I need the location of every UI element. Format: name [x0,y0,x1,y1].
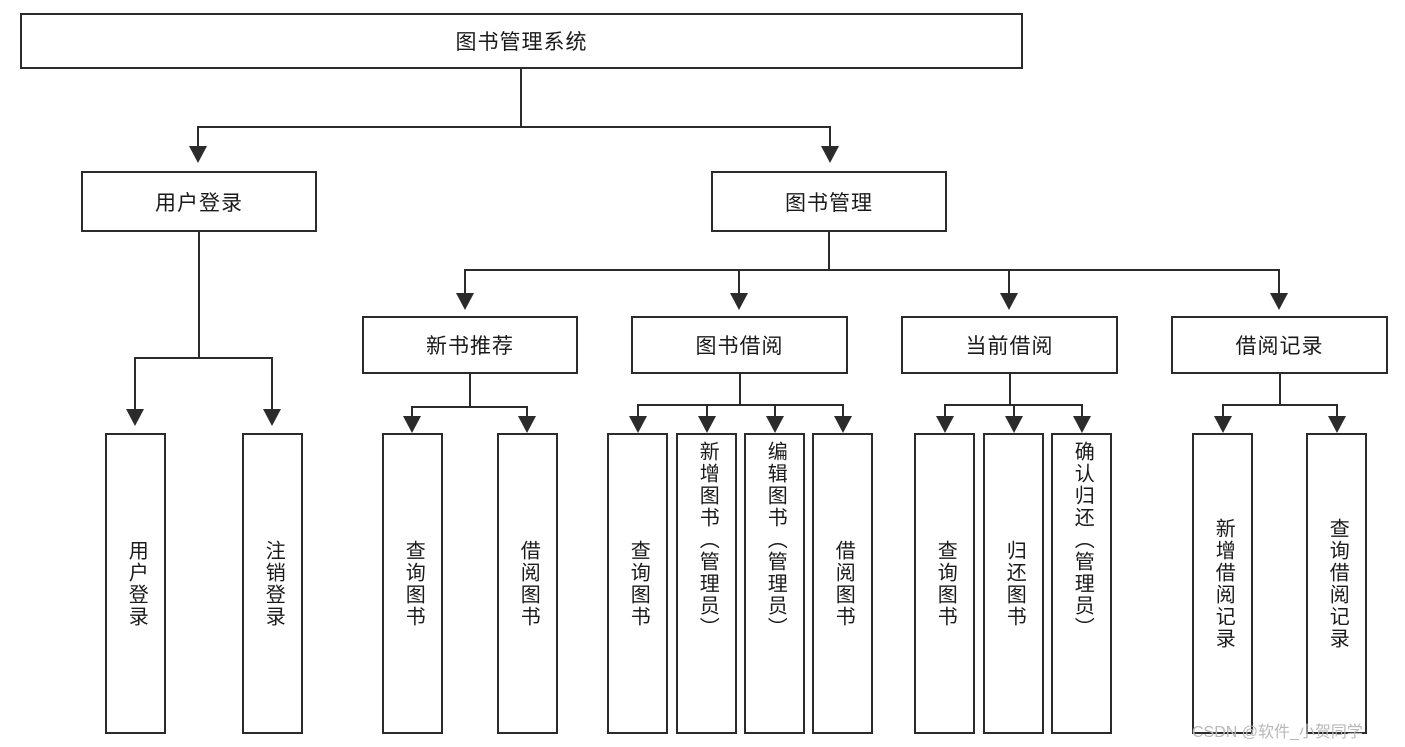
arrow-cb-leaf-3 [1073,416,1091,433]
arrow-user-login-leaf-1 [126,409,144,426]
node-label: 用户登录 [125,539,148,628]
connector-bm-drop-4 [1278,269,1280,293]
connector-root-bus [197,126,831,128]
connector-bm-drop-2 [738,269,740,293]
connector-cb-drop-2 [1013,404,1015,416]
node-current-borrow[interactable]: 当前借阅 [901,316,1118,374]
arrow-bb-leaf-1 [629,416,647,433]
arrow-nbr-leaf-2 [518,416,536,433]
leaf-bb-add-book-admin[interactable]: 新增图书（管理员） [676,433,737,734]
leaf-bb-borrow-book[interactable]: 借阅图书 [812,433,873,734]
connector-br-bus [1222,404,1338,406]
node-label: 新书推荐 [426,335,514,358]
node-label: 图书管理 [785,191,873,215]
arrow-nbr-leaf-1 [403,416,421,433]
arrow-br-leaf-1 [1214,416,1232,433]
node-label: 查询图书 [627,539,650,628]
csdn-watermark: CSDN @软件_小贺同学 [1192,718,1363,742]
connector-br-drop-2 [1336,404,1338,416]
connector-nbr-drop-1 [411,406,413,416]
arrow-bm-to-book-borrow [730,293,748,310]
connector-cb-stem [1009,374,1011,404]
connector-bb-bus [637,404,844,406]
connector-bm-drop-3 [1008,269,1010,293]
connector-nbr-drop-2 [526,406,528,416]
leaf-user-login-logout[interactable]: 注销登录 [242,433,303,734]
node-label: 注销登录 [262,539,285,628]
leaf-bb-edit-book-admin[interactable]: 编辑图书（管理员） [744,433,805,734]
connector-user-login-stem [198,232,200,357]
arrow-bm-to-new-book-recommend [456,293,474,310]
node-label: 借阅图书 [517,539,540,628]
arrow-br-leaf-2 [1328,416,1346,433]
leaf-cb-return-book[interactable]: 归还图书 [983,433,1044,734]
arrow-bb-leaf-2 [698,416,716,433]
arrow-cb-leaf-1 [936,416,954,433]
connector-book-management-stem [828,232,830,269]
leaf-user-login-login[interactable]: 用户登录 [105,433,166,734]
node-label: 确认归还（管理员） [1071,441,1094,639]
connector-book-management-bus [464,269,1280,271]
connector-br-drop-1 [1222,404,1224,416]
node-label: 新增借阅记录 [1212,517,1235,650]
connector-bb-drop-3 [774,404,776,416]
connector-user-login-drop-1 [134,357,136,409]
node-label: 查询图书 [402,539,425,628]
arrow-bm-to-borrow-record [1270,293,1288,310]
connector-cb-drop-3 [1081,404,1083,416]
connector-nbr-bus [411,406,528,408]
arrow-bb-leaf-4 [834,416,852,433]
node-label: 图书借阅 [695,335,784,358]
connector-bb-drop-4 [842,404,844,416]
leaf-cb-query-book[interactable]: 查询图书 [914,433,975,734]
connector-root-stem [520,69,522,126]
watermark-text: CSDN @软件_小贺同学 [1192,724,1363,741]
node-borrow-record[interactable]: 借阅记录 [1171,316,1388,374]
node-book-management[interactable]: 图书管理 [711,171,947,232]
connector-user-login-bus [134,357,272,359]
connector-nbr-stem [469,374,471,406]
node-label: 归还图书 [1003,539,1026,628]
arrow-cb-leaf-2 [1005,416,1023,433]
connector-bb-stem [739,374,741,404]
node-book-borrow[interactable]: 图书借阅 [631,316,848,374]
node-label: 当前借阅 [965,335,1054,358]
node-label: 借阅图书 [832,539,855,628]
leaf-bb-query-book[interactable]: 查询图书 [607,433,668,734]
arrow-bm-to-current-borrow [1000,293,1018,310]
leaf-nbr-query-book[interactable]: 查询图书 [382,433,443,734]
node-label: 新增图书（管理员） [696,441,719,639]
node-label: 查询借阅记录 [1326,517,1349,650]
connector-cb-drop-1 [944,404,946,416]
node-label: 借阅记录 [1235,335,1324,358]
leaf-nbr-borrow-book[interactable]: 借阅图书 [497,433,558,734]
connector-bb-drop-1 [637,404,639,416]
node-root-book-management-system[interactable]: 图书管理系统 [20,13,1023,69]
node-label: 图书管理系统 [455,31,588,54]
leaf-br-query-record[interactable]: 查询借阅记录 [1306,433,1367,734]
leaf-br-add-record[interactable]: 新增借阅记录 [1192,433,1253,734]
connector-bb-drop-2 [706,404,708,416]
connector-br-stem [1279,374,1281,404]
connector-bm-drop-1 [464,269,466,293]
arrow-bb-leaf-3 [766,416,784,433]
node-label: 编辑图书（管理员） [764,441,787,639]
node-new-book-recommend[interactable]: 新书推荐 [362,316,578,374]
node-label: 用户登录 [155,191,243,215]
leaf-cb-confirm-return-admin[interactable]: 确认归还（管理员） [1051,433,1112,734]
node-label: 查询图书 [934,539,957,628]
connector-root-to-user-login [197,126,199,146]
arrow-root-to-book-management [821,146,839,163]
connector-user-login-drop-2 [271,357,273,409]
arrow-user-login-leaf-2 [263,409,281,426]
node-user-login[interactable]: 用户登录 [81,171,317,232]
arrow-root-to-user-login [189,146,207,163]
connector-root-to-book-management [829,126,831,146]
